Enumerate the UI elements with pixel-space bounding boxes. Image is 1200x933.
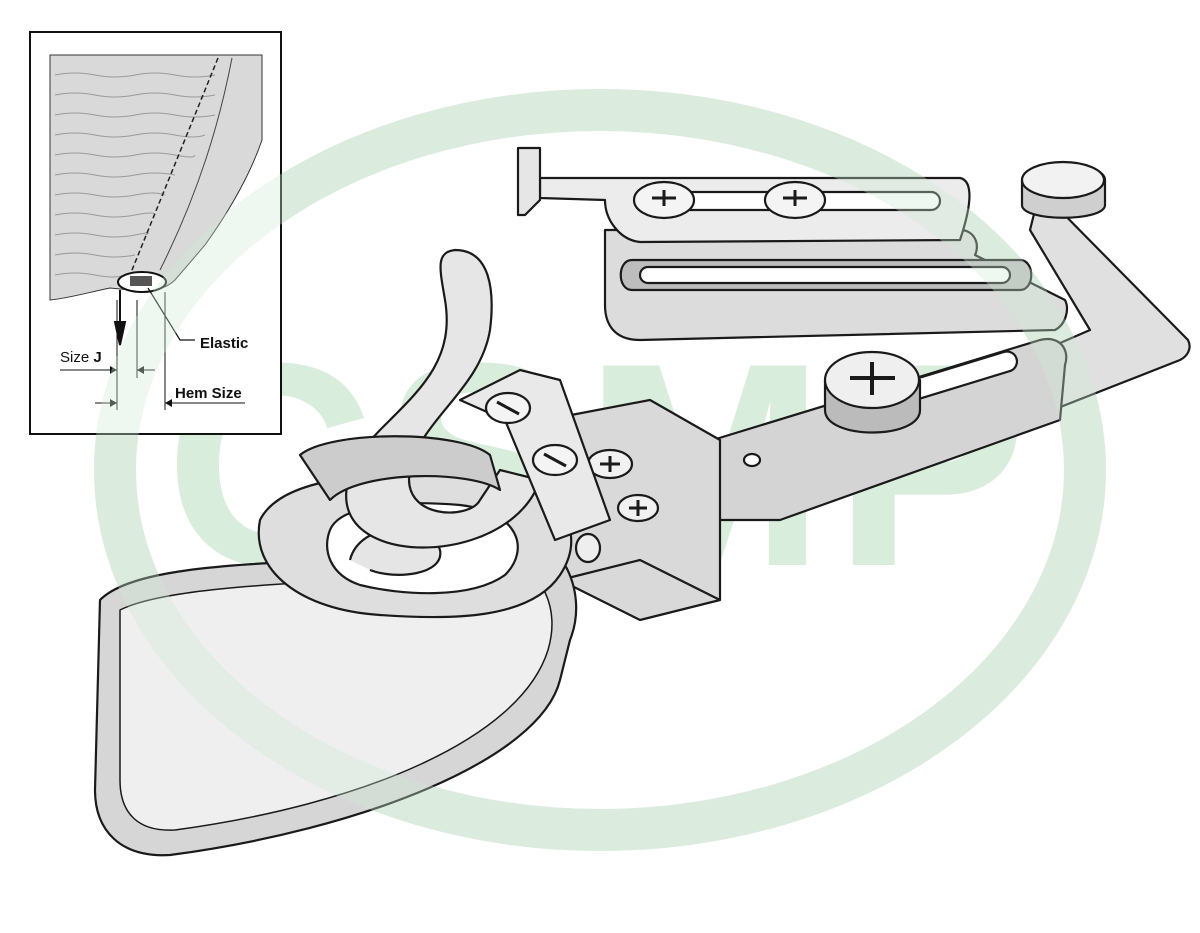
guide-hook xyxy=(516,146,542,217)
top-screw-2 xyxy=(763,180,827,220)
elastic-strip xyxy=(130,276,152,286)
attachment xyxy=(93,146,1191,857)
elastic-leader xyxy=(147,287,195,341)
hem-size-label: Hem Size xyxy=(175,385,242,402)
front-screw-2 xyxy=(531,443,579,477)
watermark-ring xyxy=(94,89,1106,851)
knurled-knob xyxy=(823,350,922,434)
clamp-screw-2 xyxy=(616,493,660,523)
fabric-texture xyxy=(54,72,216,278)
front-screw-1 xyxy=(484,391,532,425)
folding-wall xyxy=(298,435,502,502)
clamp-pin xyxy=(574,532,602,564)
stitch-line xyxy=(129,57,219,276)
watermark-ring-overlay xyxy=(94,89,1106,851)
inset-detail: Elastic Size J Hem Size xyxy=(29,31,282,435)
size-label: Size J xyxy=(60,349,102,366)
base-scoop-inner xyxy=(119,554,553,831)
top-screw-1 xyxy=(632,180,696,220)
elastic-label: Elastic xyxy=(200,335,248,352)
